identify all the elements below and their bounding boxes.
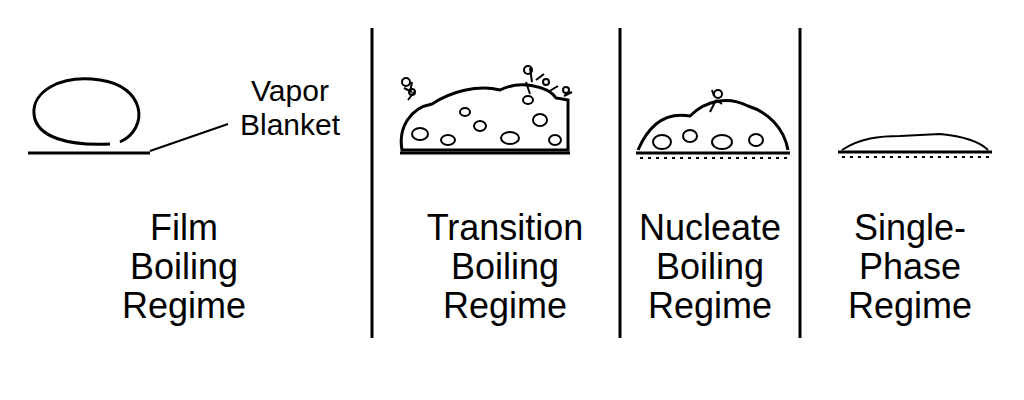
surface-dot xyxy=(696,157,699,159)
surface-dot xyxy=(744,157,747,159)
surface-dot xyxy=(752,157,755,159)
surface-dot xyxy=(946,156,949,158)
surface-dot xyxy=(866,156,869,158)
heated-surface xyxy=(838,151,992,154)
vapor-bubble xyxy=(34,79,139,144)
divider-line xyxy=(371,28,374,338)
surface-dot xyxy=(648,157,651,159)
surface-dot xyxy=(962,156,965,158)
surface-dot xyxy=(938,156,941,158)
surface-dot xyxy=(784,157,787,159)
surface-dot xyxy=(914,156,917,158)
surface-dot xyxy=(680,157,683,159)
vapor-mass xyxy=(401,85,568,150)
regime-label: Film Boiling Regime xyxy=(122,208,246,325)
surface-dot xyxy=(954,156,957,158)
liquid-layer xyxy=(842,134,988,150)
surface-dot xyxy=(656,157,659,159)
surface-dot xyxy=(850,156,853,158)
surface-dot xyxy=(922,156,925,158)
surface-dot xyxy=(930,156,933,158)
surface-dot xyxy=(728,157,731,159)
surface-dot xyxy=(712,157,715,159)
surface-dot xyxy=(664,157,667,159)
surface-dot xyxy=(768,157,771,159)
surface-dot xyxy=(842,156,845,158)
surface-dot xyxy=(704,157,707,159)
surface-dot xyxy=(736,157,739,159)
divider-line xyxy=(619,28,622,338)
surface-dot xyxy=(874,156,877,158)
surface-dot xyxy=(672,157,675,159)
leader-line xyxy=(150,124,228,151)
surface-dot xyxy=(720,157,723,159)
surface-dot xyxy=(978,156,981,158)
surface-dot xyxy=(970,156,973,158)
heated-surface xyxy=(636,152,790,155)
surface-dot xyxy=(858,156,861,158)
regime-label: Single-Phase Regime xyxy=(848,208,972,325)
surface-dot xyxy=(986,156,989,158)
surface-dot xyxy=(760,157,763,159)
regime-label: Transition Boiling Regime xyxy=(427,208,584,325)
heated-surface xyxy=(400,152,570,155)
surface-dot xyxy=(906,156,909,158)
surface-dot xyxy=(882,156,885,158)
regime-label: Nucleate Boiling Regime xyxy=(639,208,781,325)
divider-line xyxy=(799,28,802,338)
surface-dot xyxy=(898,156,901,158)
surface-dot xyxy=(688,157,691,159)
callout-label: Vapor Blanket xyxy=(240,74,340,142)
heated-surface xyxy=(28,152,150,155)
surface-dot xyxy=(776,157,779,159)
surface-dot xyxy=(640,157,643,159)
surface-dot xyxy=(890,156,893,158)
